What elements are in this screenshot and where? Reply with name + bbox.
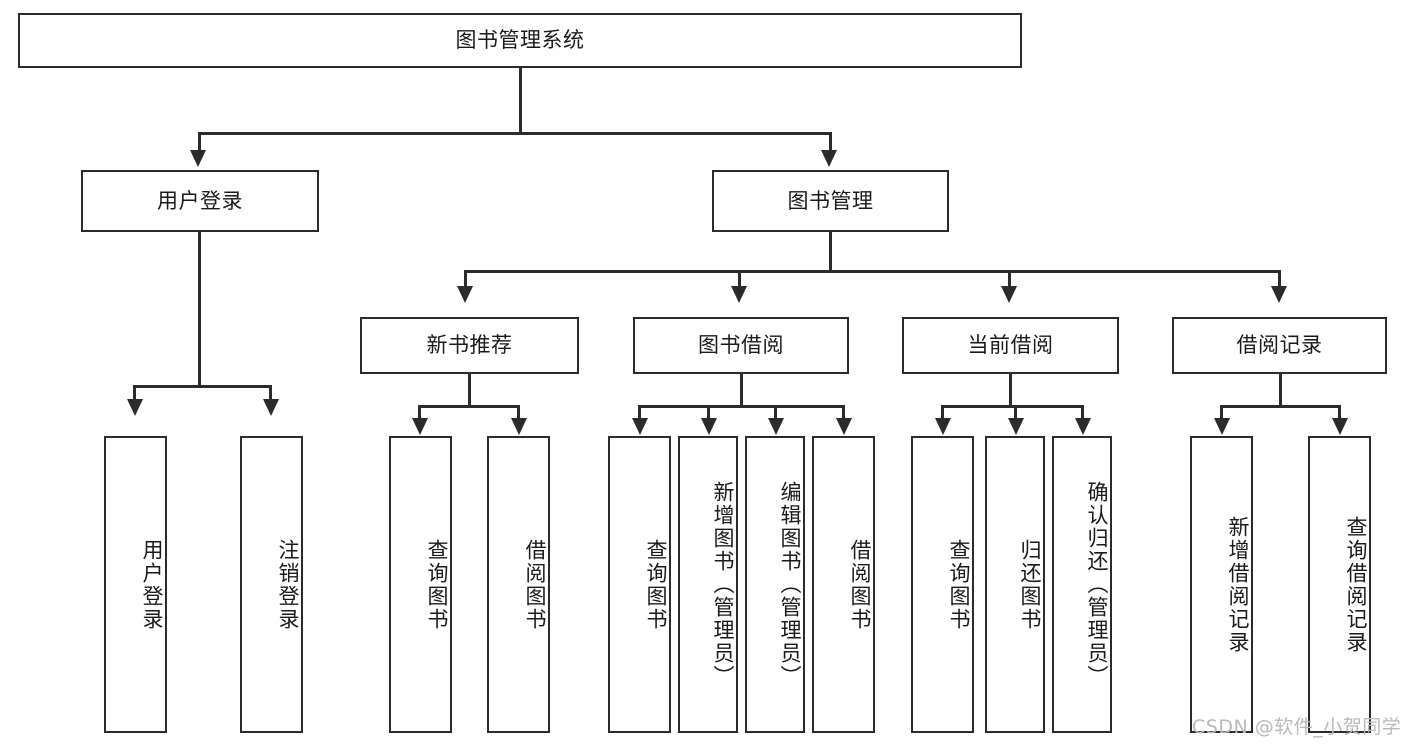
connector-user-login-leaf-1 [133,385,136,401]
arrowhead-leaf-query-borrow-record [1332,418,1348,435]
connector-bb-leaf-4 [842,405,845,419]
node-user-login-label: 用户登录 [157,188,243,213]
connector-user-login-trunk [198,232,201,387]
arrowhead-leaf-user-login [127,399,143,416]
node-leaf-borrow-book-2-label: 借阅图书 [848,538,872,631]
arrowhead-leaf-confirm-return [1075,418,1091,435]
arrowhead-leaf-query-book-3 [935,418,951,435]
connector-root-trunk [519,68,522,134]
arrowhead-leaf-add-borrow-record [1214,418,1230,435]
node-leaf-logout[interactable]: 注销登录 [240,436,303,733]
connector-to-current-borrow [1008,270,1011,288]
connector-br-leaf-1 [1220,405,1223,419]
node-user-login[interactable]: 用户登录 [81,170,319,232]
node-leaf-query-book-1-label: 查询图书 [425,538,449,631]
connector-book-borrow-bus [638,405,844,408]
connector-new-book-recommend-bus [418,405,520,408]
connector-bb-leaf-2 [707,405,710,419]
connector-to-book-borrow [738,270,741,288]
node-current-borrow[interactable]: 当前借阅 [902,317,1119,374]
arrowhead-leaf-borrow-book-1 [511,418,527,435]
connector-to-new-book-recommend [464,270,467,288]
connector-bb-leaf-3 [774,405,777,419]
node-leaf-query-book-2[interactable]: 查询图书 [608,436,671,733]
node-leaf-logout-label: 注销登录 [276,538,300,631]
watermark-text: CSDN @软件_小贺同学 [1192,716,1402,738]
connector-current-borrow-trunk [1009,374,1012,407]
arrowhead-book-borrow [731,286,747,303]
node-leaf-return-book[interactable]: 归还图书 [985,436,1045,733]
node-new-book-recommend[interactable]: 新书推荐 [360,317,579,374]
node-leaf-borrow-book-1-label: 借阅图书 [523,538,547,631]
node-leaf-borrow-book-2[interactable]: 借阅图书 [812,436,875,733]
connector-borrow-record-trunk [1279,374,1282,407]
node-leaf-edit-book-admin[interactable]: 编辑图书（管理员） [745,436,805,733]
arrowhead-leaf-add-book-admin [701,418,717,435]
connector-user-login-leaf-2 [269,385,272,401]
connector-to-borrow-record [1278,270,1281,288]
node-leaf-user-login[interactable]: 用户登录 [104,436,167,733]
connector-cb-leaf-2 [1014,405,1017,419]
arrowhead-new-book-recommend [457,286,473,303]
connector-root-to-user-login [198,132,201,152]
node-leaf-add-borrow-record-label: 新增借阅记录 [1226,515,1250,654]
node-root[interactable]: 图书管理系统 [18,13,1022,68]
connector-cb-leaf-3 [1081,405,1084,419]
connector-br-leaf-2 [1338,405,1341,419]
node-leaf-query-book-2-label: 查询图书 [644,538,668,631]
connector-cb-leaf-1 [941,405,944,419]
node-leaf-add-book-admin[interactable]: 新增图书（管理员） [678,436,738,733]
connector-book-manage-trunk [829,232,832,272]
node-leaf-user-login-label: 用户登录 [140,538,164,631]
node-leaf-borrow-book-1[interactable]: 借阅图书 [487,436,550,733]
node-leaf-confirm-return-label: 确认归还（管理员） [1085,481,1109,688]
node-leaf-query-book-3-label: 查询图书 [947,538,971,631]
arrowhead-leaf-borrow-book-2 [836,418,852,435]
node-book-borrow[interactable]: 图书借阅 [633,317,849,374]
arrowhead-leaf-logout [263,399,279,416]
node-leaf-query-book-1[interactable]: 查询图书 [389,436,452,733]
connector-new-book-recommend-trunk [468,374,471,407]
node-leaf-query-book-3[interactable]: 查询图书 [911,436,974,733]
connector-user-login-bus [133,385,271,388]
node-leaf-edit-book-admin-label: 编辑图书（管理员） [778,481,802,688]
node-current-borrow-label: 当前借阅 [967,333,1054,358]
node-leaf-add-book-admin-label: 新增图书（管理员） [711,481,735,688]
node-book-borrow-label: 图书借阅 [698,333,784,358]
arrowhead-leaf-return-book [1008,418,1024,435]
arrowhead-current-borrow [1001,286,1017,303]
connector-book-manage-bus [464,270,1280,273]
node-new-book-recommend-label: 新书推荐 [426,333,513,358]
arrowhead-leaf-query-book-1 [412,418,428,435]
arrowhead-book-manage [821,150,837,167]
node-leaf-confirm-return[interactable]: 确认归还（管理员） [1052,436,1112,733]
node-leaf-query-borrow-record-label: 查询借阅记录 [1344,515,1368,654]
connector-current-borrow-bus [941,405,1083,408]
connector-root-to-book-manage [829,132,832,152]
connector-book-borrow-trunk [740,374,743,407]
node-leaf-query-borrow-record[interactable]: 查询借阅记录 [1308,436,1371,733]
node-book-manage[interactable]: 图书管理 [712,170,949,232]
connector-bb-leaf-1 [638,405,641,419]
arrowhead-borrow-record [1271,286,1287,303]
node-leaf-add-borrow-record[interactable]: 新增借阅记录 [1190,436,1253,733]
node-book-manage-label: 图书管理 [787,188,874,213]
arrowhead-leaf-edit-book-admin [768,418,784,435]
arrowhead-user-login [190,150,206,167]
node-leaf-return-book-label: 归还图书 [1018,538,1042,631]
connector-borrow-record-bus [1220,405,1340,408]
arrowhead-leaf-query-book-2 [632,418,648,435]
connector-nbr-leaf-2 [517,405,520,419]
connector-root-bus [198,132,832,135]
node-borrow-record-label: 借阅记录 [1236,333,1323,358]
connector-nbr-leaf-1 [418,405,421,419]
node-root-label: 图书管理系统 [455,28,585,53]
node-borrow-record[interactable]: 借阅记录 [1172,317,1387,374]
